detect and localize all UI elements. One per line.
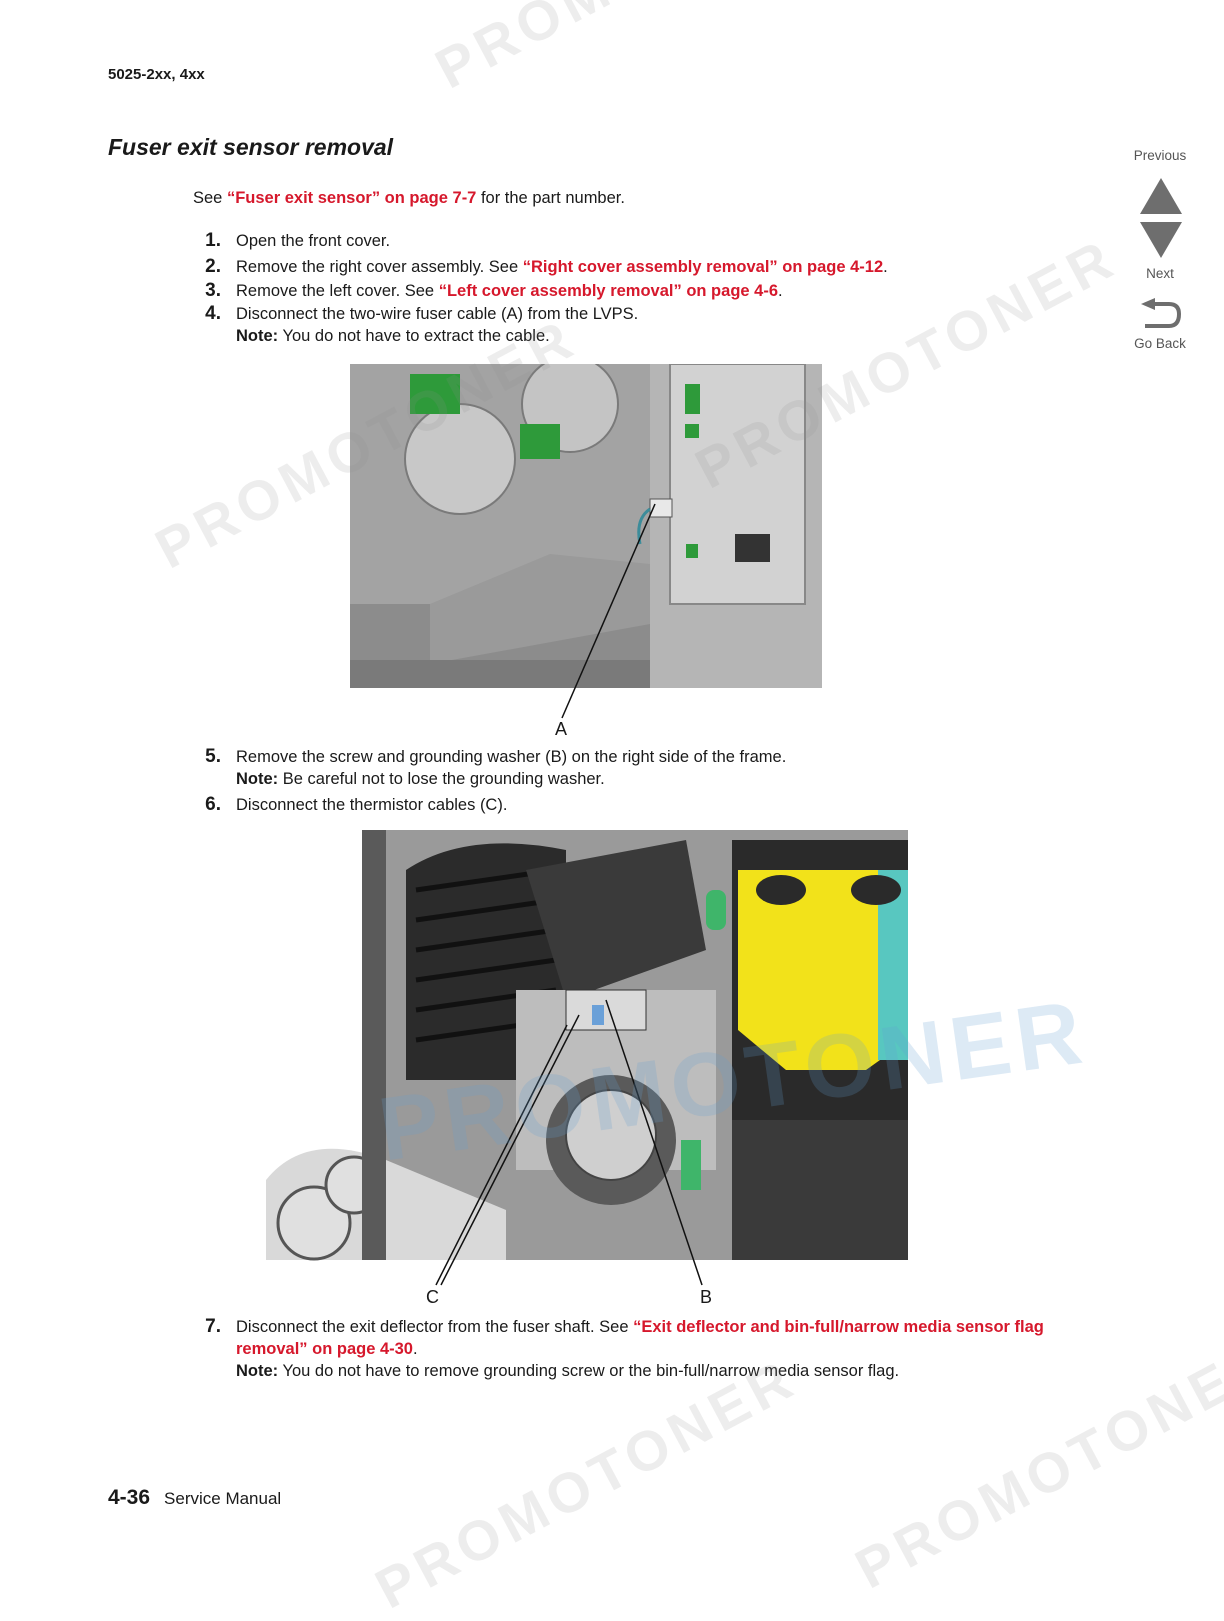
step-number: 1. bbox=[205, 230, 221, 251]
note-text: Be careful not to lose the grounding was… bbox=[278, 770, 605, 788]
note-label: Note: bbox=[236, 770, 279, 788]
figure-lvps-connector: A bbox=[350, 364, 822, 739]
step-text: Remove the screw and grounding washer (B… bbox=[236, 748, 787, 766]
step-prefix: Remove the left cover. See bbox=[236, 282, 439, 300]
note-text: You do not have to extract the cable. bbox=[278, 327, 550, 345]
right-cover-link[interactable]: “Right cover assembly removal” on page 4… bbox=[522, 258, 884, 276]
step-note: Note: Be careful not to lose the groundi… bbox=[236, 768, 1093, 790]
step-number: 5. bbox=[205, 746, 221, 767]
step-5: 5. Remove the screw and grounding washer… bbox=[193, 746, 1093, 790]
page-footer: 4-36 Service Manual bbox=[108, 1486, 281, 1510]
step-prefix: Remove the right cover assembly. See bbox=[236, 258, 523, 276]
step-number: 3. bbox=[205, 280, 221, 301]
step-suffix: . bbox=[412, 1340, 418, 1358]
step-suffix: . bbox=[883, 258, 888, 276]
note-label: Note: bbox=[236, 1362, 279, 1380]
step-7: 7. Disconnect the exit deflector from th… bbox=[193, 1316, 1093, 1382]
intro-suffix: for the part number. bbox=[476, 189, 625, 207]
previous-page-icon[interactable] bbox=[1140, 178, 1182, 214]
intro-prefix: See bbox=[193, 189, 227, 207]
step-note: Note: You do not have to extract the cab… bbox=[236, 325, 1093, 347]
step-6: 6. Disconnect the thermistor cables (C). bbox=[193, 794, 1093, 816]
callout-b: B bbox=[700, 1287, 712, 1307]
step-text: Remove the left cover. See “Left cover a… bbox=[236, 280, 1093, 302]
step-note: Note: You do not have to remove groundin… bbox=[236, 1360, 1093, 1382]
step-text: Remove the right cover assembly. See “Ri… bbox=[236, 256, 1093, 278]
next-page-icon[interactable] bbox=[1140, 222, 1182, 258]
left-cover-link[interactable]: “Left cover assembly removal” on page 4-… bbox=[438, 282, 779, 300]
page-number: 4-36 bbox=[108, 1486, 151, 1509]
watermark: PROMOTONER bbox=[365, 1345, 807, 1621]
step-number: 2. bbox=[205, 256, 221, 277]
callout-a: A bbox=[555, 719, 567, 739]
step-prefix: Disconnect the exit deflector from the f… bbox=[236, 1318, 634, 1336]
step-3: 3. Remove the left cover. See “Left cove… bbox=[193, 280, 1093, 302]
step-number: 7. bbox=[205, 1316, 221, 1337]
figure-thermistor-cables: C B bbox=[266, 830, 908, 1307]
section-title: Fuser exit sensor removal bbox=[108, 134, 394, 160]
nav-go-back-label: Go Back bbox=[1134, 336, 1186, 351]
note-label: Note: bbox=[236, 327, 279, 345]
step-text: Open the front cover. bbox=[236, 232, 391, 250]
intro-paragraph: See “Fuser exit sensor” on page 7-7 for … bbox=[193, 189, 625, 208]
callout-c: C bbox=[426, 1287, 439, 1307]
part-number-link[interactable]: “Fuser exit sensor” on page 7-7 bbox=[226, 189, 477, 207]
step-suffix: . bbox=[778, 282, 783, 300]
note-text: You do not have to remove grounding scre… bbox=[278, 1362, 900, 1380]
step-2: 2. Remove the right cover assembly. See … bbox=[193, 256, 1093, 278]
exit-deflector-link[interactable]: “Exit deflector and bin-full/narrow medi… bbox=[236, 1318, 1044, 1358]
footer-title: Service Manual bbox=[164, 1489, 282, 1508]
step-number: 4. bbox=[205, 303, 221, 324]
step-4: 4. Disconnect the two-wire fuser cable (… bbox=[193, 303, 1093, 347]
step-text: Disconnect the exit deflector from the f… bbox=[236, 1316, 1093, 1360]
nav-previous-label: Previous bbox=[1133, 148, 1187, 163]
nav-next-label: Next bbox=[1146, 266, 1174, 281]
document-model-header: 5025-2xx, 4xx bbox=[108, 66, 205, 83]
watermark: PROMOTONER bbox=[425, 0, 867, 101]
step-text: Disconnect the thermistor cables (C). bbox=[236, 796, 508, 814]
step-1: 1. Open the front cover. bbox=[193, 230, 1093, 252]
step-number: 6. bbox=[205, 794, 221, 815]
go-back-icon[interactable] bbox=[1141, 298, 1183, 332]
step-text: Disconnect the two-wire fuser cable (A) … bbox=[236, 305, 639, 323]
